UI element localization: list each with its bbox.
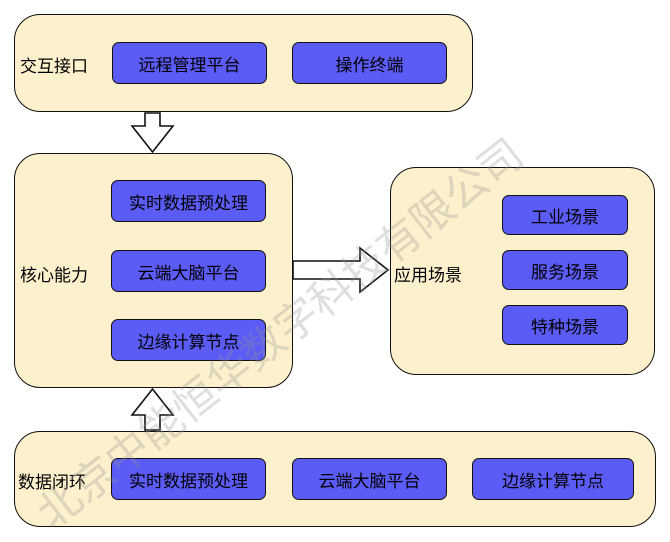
service-scene-chip: 服务场景	[502, 250, 628, 290]
loop-cloud-brain-platform-chip: 云端大脑平台	[292, 458, 447, 500]
remote-management-platform-chip: 远程管理平台	[112, 42, 267, 84]
arrow-right-core-to-application	[292, 246, 390, 294]
special-scene-chip: 特种场景	[502, 305, 628, 345]
core-edge-computing-node-chip: 边缘计算节点	[111, 319, 266, 361]
loop-realtime-preprocessing-chip: 实时数据预处理	[111, 458, 266, 500]
interaction-label: 交互接口	[20, 57, 88, 77]
industrial-scene-chip: 工业场景	[502, 195, 628, 235]
data-loop-label: 数据闭环	[18, 473, 86, 493]
core-label: 核心能力	[20, 266, 88, 286]
core-cloud-brain-platform-chip: 云端大脑平台	[111, 250, 266, 292]
operation-terminal-chip: 操作终端	[292, 42, 447, 84]
arrow-up-loop-to-core	[130, 387, 175, 431]
arrow-down-interaction-to-core	[130, 112, 175, 154]
loop-edge-computing-node-chip: 边缘计算节点	[472, 458, 634, 500]
core-realtime-preprocessing-chip: 实时数据预处理	[111, 180, 266, 222]
application-label: 应用场景	[394, 266, 462, 286]
